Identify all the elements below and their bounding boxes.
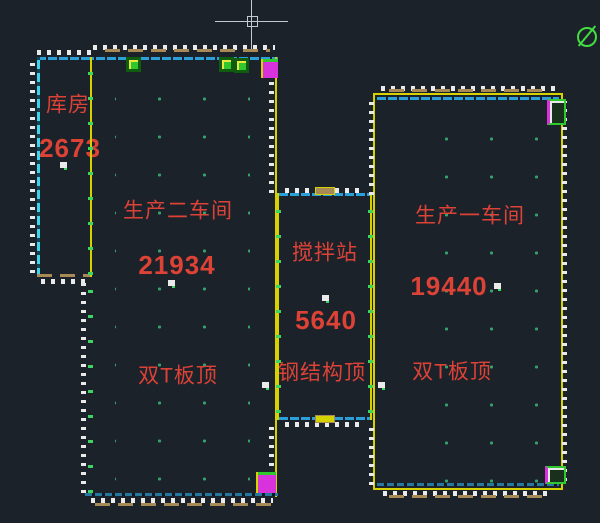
room-label[interactable]: 生产一车间 bbox=[415, 204, 525, 228]
mix-top-hatch bbox=[315, 187, 335, 195]
kufang-left-edge bbox=[37, 57, 40, 277]
ws1-top-edge-inner bbox=[377, 97, 559, 100]
entity-mark bbox=[322, 295, 329, 301]
crosshair-hline bbox=[215, 21, 288, 22]
kufang-bottom-edge bbox=[37, 274, 91, 277]
ws2-top-fitting-1 bbox=[126, 57, 141, 72]
entity-mark bbox=[262, 382, 269, 388]
room-roof[interactable]: 双T板顶 bbox=[412, 360, 492, 384]
ws2-column-grid-dots bbox=[115, 68, 250, 488]
ws2-left-wall-ticks bbox=[81, 277, 86, 493]
entity-mark bbox=[168, 280, 175, 286]
ws2-right-ticks-lower bbox=[269, 423, 274, 493]
ws1-corner-detail-tr bbox=[547, 99, 566, 125]
kufang-left-ticks bbox=[30, 61, 35, 273]
room-label[interactable]: 库房 bbox=[46, 93, 90, 117]
kufang-top-edge bbox=[37, 57, 91, 60]
kufang-bottom-ticks bbox=[41, 279, 85, 284]
ws1-top-tan bbox=[389, 89, 549, 92]
kufang-top-ticks bbox=[37, 50, 91, 55]
room-kufang[interactable]: 库房 2673 bbox=[30, 50, 100, 284]
ws1-right-ticks bbox=[562, 101, 567, 481]
ws1-bottom-ticks bbox=[383, 491, 553, 496]
room-area[interactable]: 21934 bbox=[138, 250, 216, 280]
mix-left-ticks bbox=[276, 201, 281, 413]
entity-mark bbox=[378, 382, 385, 388]
room-mixing-station[interactable]: 搅拌站 5640 钢结构顶 bbox=[262, 187, 385, 427]
ws2-bottom-tan bbox=[95, 503, 273, 506]
ws1-corner-detail-br bbox=[545, 466, 566, 484]
ws1-column-grid-dots bbox=[407, 105, 542, 483]
empty-set-icon bbox=[576, 24, 598, 47]
ws2-left-wall-gticks bbox=[88, 279, 93, 493]
room-area[interactable]: 5640 bbox=[295, 305, 357, 335]
room-roof[interactable]: 钢结构顶 bbox=[278, 361, 366, 385]
room-workshop2[interactable]: 生产二车间 21934 双T板顶 bbox=[81, 45, 278, 506]
room-label[interactable]: 生产二车间 bbox=[123, 199, 233, 223]
ws2-top-ticks bbox=[93, 45, 275, 50]
ws2-left-divider-ticks bbox=[88, 63, 93, 275]
ws1-left-ticks-lower bbox=[369, 423, 374, 485]
empty-set-circle bbox=[577, 27, 597, 47]
crosshair-pickbox bbox=[247, 16, 258, 27]
room-area[interactable]: 19440 bbox=[410, 271, 488, 301]
ws1-bottom-edge-inner bbox=[377, 483, 559, 486]
ws2-top-fitting-3 bbox=[234, 58, 249, 73]
ws1-left-ticks-upper bbox=[369, 99, 374, 195]
ws1-top-ticks bbox=[381, 86, 555, 91]
mix-bottom-ticks bbox=[285, 422, 365, 427]
mix-bottom-hatch bbox=[315, 415, 335, 423]
ws2-top-fitting-2 bbox=[219, 57, 234, 72]
ws2-right-ticks-upper bbox=[269, 61, 274, 193]
mix-right-ticks bbox=[368, 201, 373, 413]
ws1-bottom-tan bbox=[389, 495, 549, 498]
crosshair-vline bbox=[251, 0, 252, 49]
entity-mark bbox=[60, 162, 67, 168]
ws2-corner-detail-br bbox=[256, 472, 276, 493]
ws2-bottom-ticks bbox=[91, 498, 273, 503]
ws2-bottom-edge bbox=[85, 493, 278, 496]
ws2-top-tan bbox=[105, 49, 270, 52]
room-roof[interactable]: 双T板顶 bbox=[138, 364, 218, 388]
room-label[interactable]: 搅拌站 bbox=[292, 241, 358, 265]
ws2-top-edge bbox=[85, 57, 278, 60]
ws2-corner-detail-tr bbox=[261, 59, 278, 78]
room-workshop1[interactable]: 生产一车间 19440 双T板顶 bbox=[369, 86, 567, 498]
entity-mark bbox=[494, 283, 501, 289]
